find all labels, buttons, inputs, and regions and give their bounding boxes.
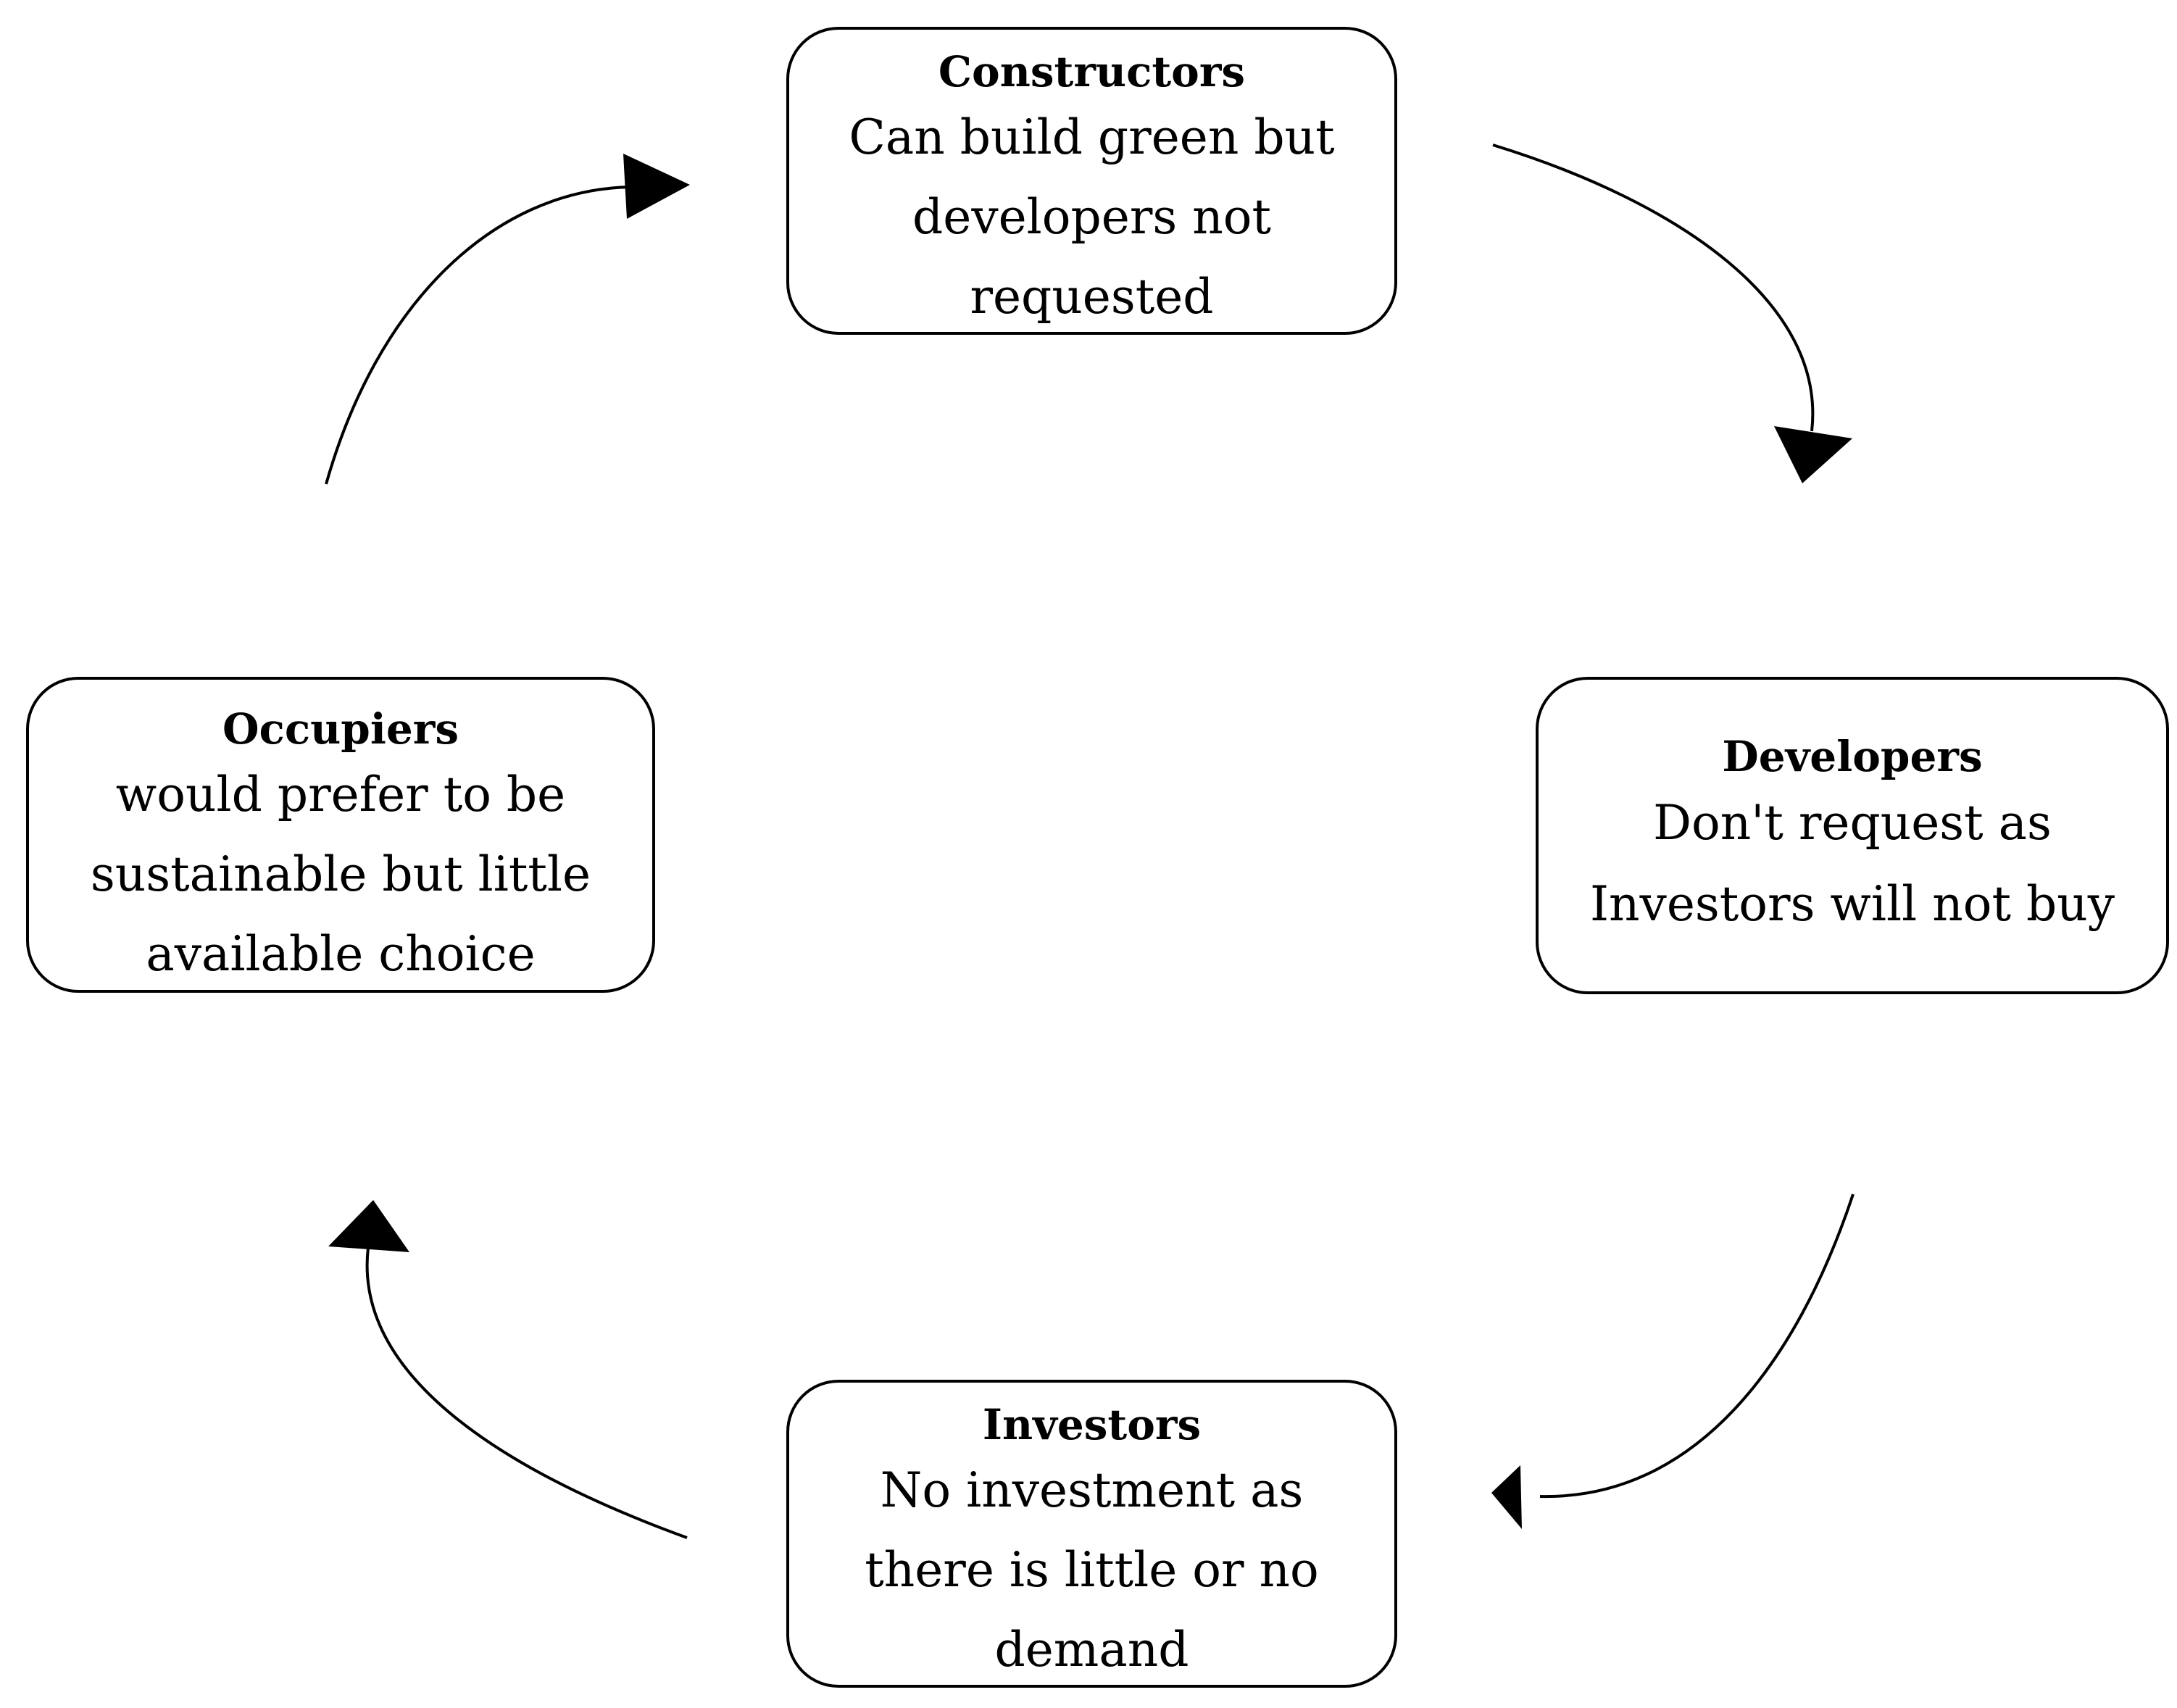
node-text-line: No investment as bbox=[880, 1462, 1304, 1518]
arrow-constructors-to-developers bbox=[1492, 143, 1815, 432]
node-text-line: sustainable but little bbox=[90, 846, 591, 902]
arrowhead-investors-to-occupiers bbox=[328, 1200, 409, 1252]
node-title: Occupiers bbox=[222, 704, 459, 754]
node-developers: Developers Don't request as Investors wi… bbox=[1536, 677, 2169, 994]
node-text-line: developers not bbox=[912, 189, 1271, 245]
node-text-line: Can build green but bbox=[849, 109, 1335, 165]
node-title: Developers bbox=[1722, 732, 1983, 781]
arrowhead-constructors-to-developers bbox=[1774, 426, 1852, 483]
node-text-line: available choice bbox=[146, 926, 536, 982]
arrow-investors-to-occupiers bbox=[365, 1247, 688, 1539]
arrow-developers-to-investors bbox=[1539, 1193, 1855, 1499]
arrow-occupiers-to-constructors bbox=[325, 186, 631, 485]
node-title: Constructors bbox=[938, 47, 1246, 96]
node-text-line: would prefer to be bbox=[115, 767, 566, 822]
node-investors: Investors No investment as there is litt… bbox=[786, 1380, 1397, 1688]
node-occupiers: Occupiers would prefer to be sustainable… bbox=[26, 677, 655, 993]
node-text-line: requested bbox=[970, 269, 1214, 325]
node-constructors: Constructors Can build green but develop… bbox=[786, 27, 1397, 335]
node-text-line: demand bbox=[994, 1622, 1189, 1678]
node-text-line: there is little or no bbox=[865, 1542, 1319, 1598]
arrowhead-developers-to-investors bbox=[1491, 1465, 1522, 1529]
node-text-line: Don't request as bbox=[1653, 795, 2052, 851]
arrowhead-occupiers-to-constructors bbox=[623, 154, 690, 219]
node-title: Investors bbox=[982, 1400, 1202, 1449]
node-text-line: Investors will not buy bbox=[1589, 876, 2115, 932]
